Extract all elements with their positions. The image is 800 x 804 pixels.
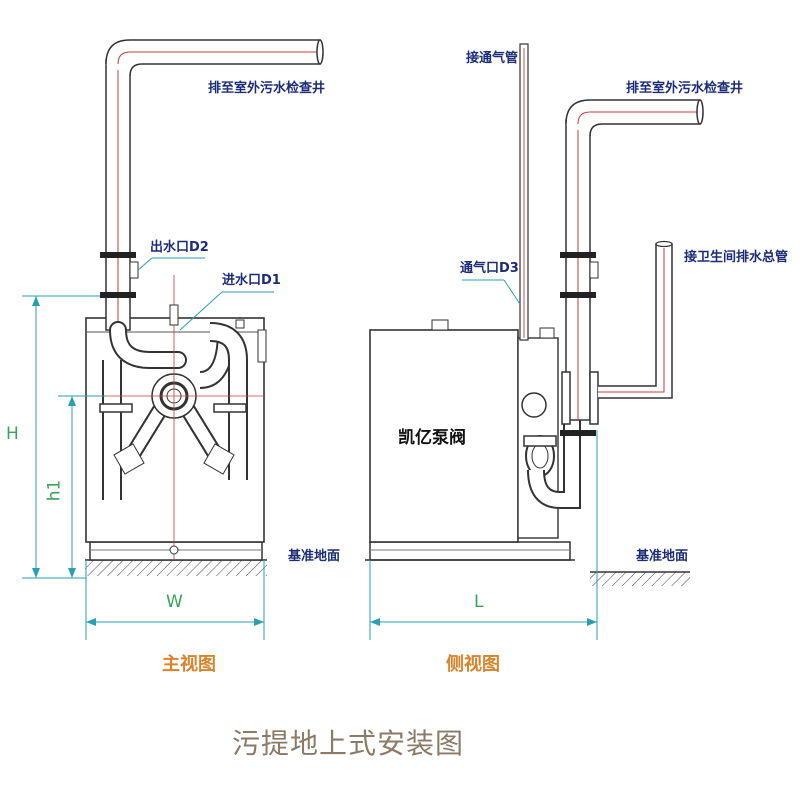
dimension-lines-side: [369, 430, 598, 640]
label-vent-pipe: 接通气管: [466, 51, 519, 66]
dimension-lines-front: [22, 295, 265, 640]
base-frame-side: [369, 541, 571, 561]
ground-hatch-left: [85, 560, 267, 576]
label-inlet-d1: 进水口D1: [222, 273, 281, 288]
label-outlet-to-manhole-left: 排至室外污水检查井: [208, 81, 326, 96]
label-connect-drain: 接卫生间排水总管: [684, 250, 789, 265]
label-outlet-d2: 出水口D2: [150, 240, 209, 255]
side-view-label: 侧视图: [446, 654, 500, 675]
dimension-label-w: W: [166, 592, 183, 612]
brand-name: 凯亿泵阀: [398, 428, 466, 448]
ground-hatch-right: [590, 572, 690, 586]
dimension-label-l: L: [474, 592, 484, 612]
drawing-title: 污提地上式安装图: [232, 727, 465, 760]
label-datum-ground-left: 基准地面: [288, 549, 341, 564]
tank-side: [369, 329, 519, 543]
label-datum-ground-right: 基准地面: [636, 549, 689, 564]
side-view-drawing: [365, 43, 704, 640]
dimension-label-h: H: [6, 424, 19, 444]
label-vent-d3: 通气口D3: [460, 261, 519, 276]
label-outlet-to-manhole-right: 排至室外污水检查井: [626, 81, 744, 96]
dimension-label-h1: h1: [44, 479, 65, 502]
front-view-drawing: [22, 39, 324, 640]
front-view-label: 主视图: [162, 654, 216, 675]
